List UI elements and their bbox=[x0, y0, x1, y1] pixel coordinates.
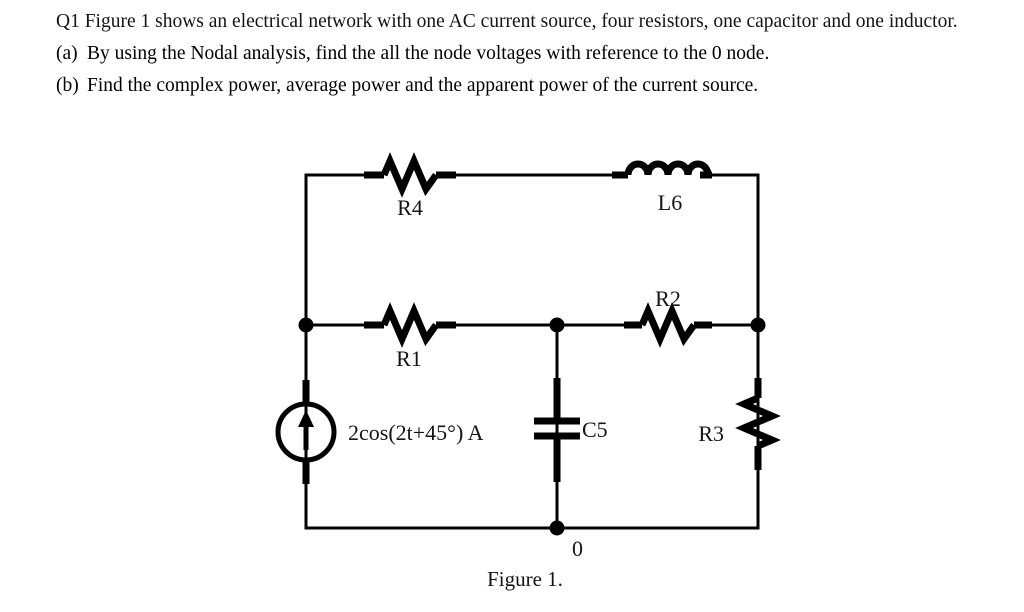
r1-zigzag bbox=[380, 302, 439, 348]
source-label: 2cos(2t+45°) A bbox=[348, 420, 484, 445]
resistor-r4: R4 bbox=[364, 152, 456, 220]
inductor-l6: L6 bbox=[612, 160, 712, 215]
ground-node-label: 0 bbox=[572, 536, 583, 561]
l6-coils bbox=[624, 160, 712, 176]
question-item-a-text: By using the Nodal analysis, find the al… bbox=[87, 43, 770, 64]
node-dot-right bbox=[750, 317, 766, 333]
wire-right-top bbox=[710, 173, 760, 327]
source-circle bbox=[275, 401, 337, 463]
l6-label: L6 bbox=[658, 190, 682, 215]
r3-label: R3 bbox=[698, 421, 724, 446]
question-block: Q1 Figure 1 shows an electrical network … bbox=[56, 6, 996, 102]
capacitor-c5: C5 bbox=[534, 378, 608, 482]
r1-label: R1 bbox=[396, 346, 422, 371]
node-dot-middle bbox=[549, 317, 565, 333]
question-item-b-marker: (b) bbox=[56, 75, 79, 96]
question-item-a-marker: (a) bbox=[56, 43, 78, 64]
c5-label: C5 bbox=[582, 417, 608, 442]
question-item-b-text: Find the complex power, average power an… bbox=[87, 75, 759, 96]
node-dot-left bbox=[298, 317, 314, 333]
question-item-b: (b) Find the complex power, average powe… bbox=[56, 70, 996, 102]
wire-left-top bbox=[304, 173, 366, 327]
r2-zigzag bbox=[638, 302, 697, 348]
figure-caption: Figure 1. bbox=[487, 567, 563, 591]
r3-zigzag bbox=[735, 394, 781, 450]
question-item-a: (a) By using the Nodal analysis, find th… bbox=[56, 38, 996, 70]
resistor-r1: R1 bbox=[364, 302, 456, 371]
current-source: 2cos(2t+45°) A bbox=[275, 380, 484, 484]
resistor-r3: R3 bbox=[698, 378, 781, 470]
resistor-r2: R2 bbox=[624, 286, 712, 348]
question-intro: Q1 Figure 1 shows an electrical network … bbox=[56, 11, 958, 32]
node-dot-ground bbox=[549, 520, 565, 536]
r4-label: R4 bbox=[397, 195, 423, 220]
source-arrow-head-icon bbox=[298, 410, 314, 427]
r4-zigzag bbox=[380, 152, 439, 198]
r2-label: R2 bbox=[655, 286, 681, 311]
